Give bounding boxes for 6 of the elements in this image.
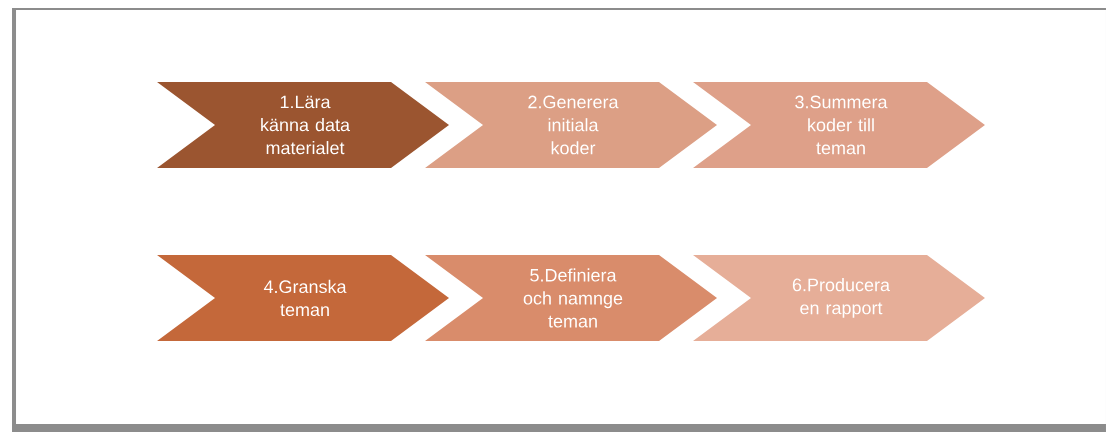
process-step: 5.Definiera och namnge teman bbox=[425, 255, 717, 341]
process-step: 4.Granska teman bbox=[157, 255, 449, 341]
process-step: 2.Generera initiala koder bbox=[425, 82, 717, 168]
process-step: 1.Lära känna data materialet bbox=[157, 82, 449, 168]
process-step: 6.Producera en rapport bbox=[693, 255, 985, 341]
process-step: 3.Summera koder till teman bbox=[693, 82, 985, 168]
